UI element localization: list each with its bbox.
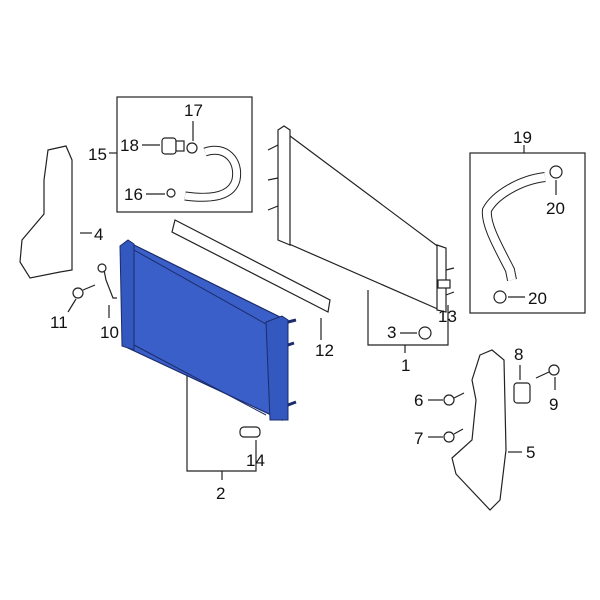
callout-17[interactable]: 17 <box>184 101 203 120</box>
callout-3[interactable]: 3 <box>387 323 397 342</box>
callout-12[interactable]: 12 <box>315 341 334 360</box>
callout-15[interactable]: 15 <box>88 145 107 164</box>
callout-18[interactable]: 18 <box>120 136 139 155</box>
callout-4[interactable]: 4 <box>94 225 104 244</box>
callout-9[interactable]: 9 <box>549 395 559 414</box>
callout-11[interactable]: 11 <box>50 313 68 332</box>
callout-20-top[interactable]: 20 <box>546 199 565 218</box>
callout-10[interactable]: 10 <box>100 323 119 342</box>
callout-7[interactable]: 7 <box>414 429 424 448</box>
callout-20-bottom[interactable]: 20 <box>528 289 547 308</box>
hose-kit-box <box>116 96 253 213</box>
callout-16[interactable]: 16 <box>124 185 143 204</box>
callout-2[interactable]: 2 <box>216 484 226 503</box>
callout-6[interactable]: 6 <box>414 391 424 410</box>
callout-5[interactable]: 5 <box>526 443 536 462</box>
callout-8[interactable]: 8 <box>514 345 524 364</box>
hose-kit-box-19 <box>469 152 586 314</box>
callout-13[interactable]: 13 <box>438 307 457 326</box>
callout-14[interactable]: 14 <box>246 451 265 470</box>
callout-1[interactable]: 1 <box>401 356 411 375</box>
condenser-highlight[interactable] <box>119 239 297 421</box>
callout-19[interactable]: 19 <box>513 128 532 147</box>
